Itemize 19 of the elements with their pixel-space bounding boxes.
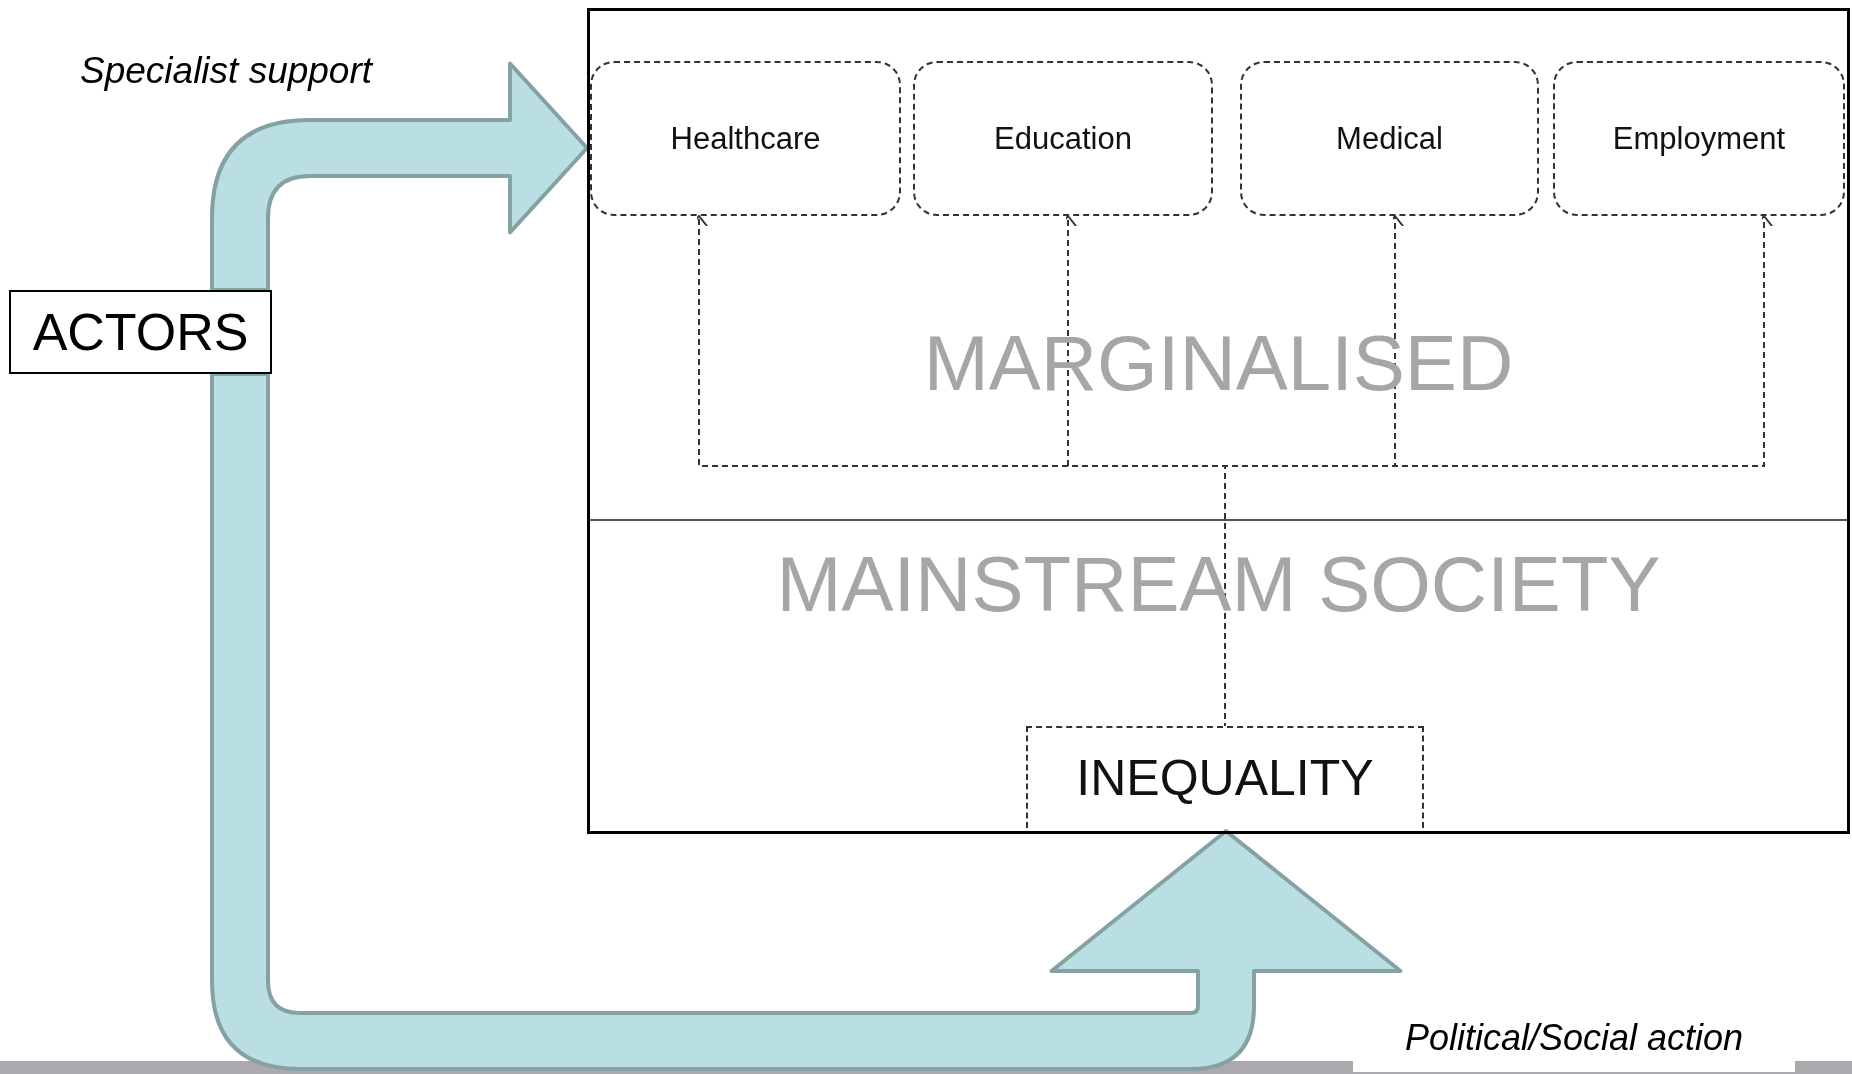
service-box xyxy=(1553,61,1845,216)
service-box xyxy=(590,61,901,216)
annotation-text: Specialist support xyxy=(80,52,373,89)
box-label: Employment xyxy=(1612,120,1786,157)
region-panel xyxy=(587,8,1850,521)
box-label: Medical xyxy=(1336,120,1443,157)
service-box xyxy=(913,61,1213,216)
box-label: Healthcare xyxy=(670,120,821,157)
region-panel xyxy=(587,519,1850,834)
box-label: INEQUALITY xyxy=(1076,749,1374,807)
box-label: Education xyxy=(994,120,1132,157)
region-label: MAINSTREAM SOCIETY xyxy=(776,545,1661,623)
inequality-box xyxy=(1026,726,1424,828)
box-label: ACTORS xyxy=(32,302,249,362)
service-box xyxy=(1240,61,1539,216)
block-arrow xyxy=(210,61,589,292)
actors-box xyxy=(9,290,272,374)
region-label: MARGINALISED xyxy=(923,324,1514,402)
block-arrow xyxy=(210,372,1403,1071)
